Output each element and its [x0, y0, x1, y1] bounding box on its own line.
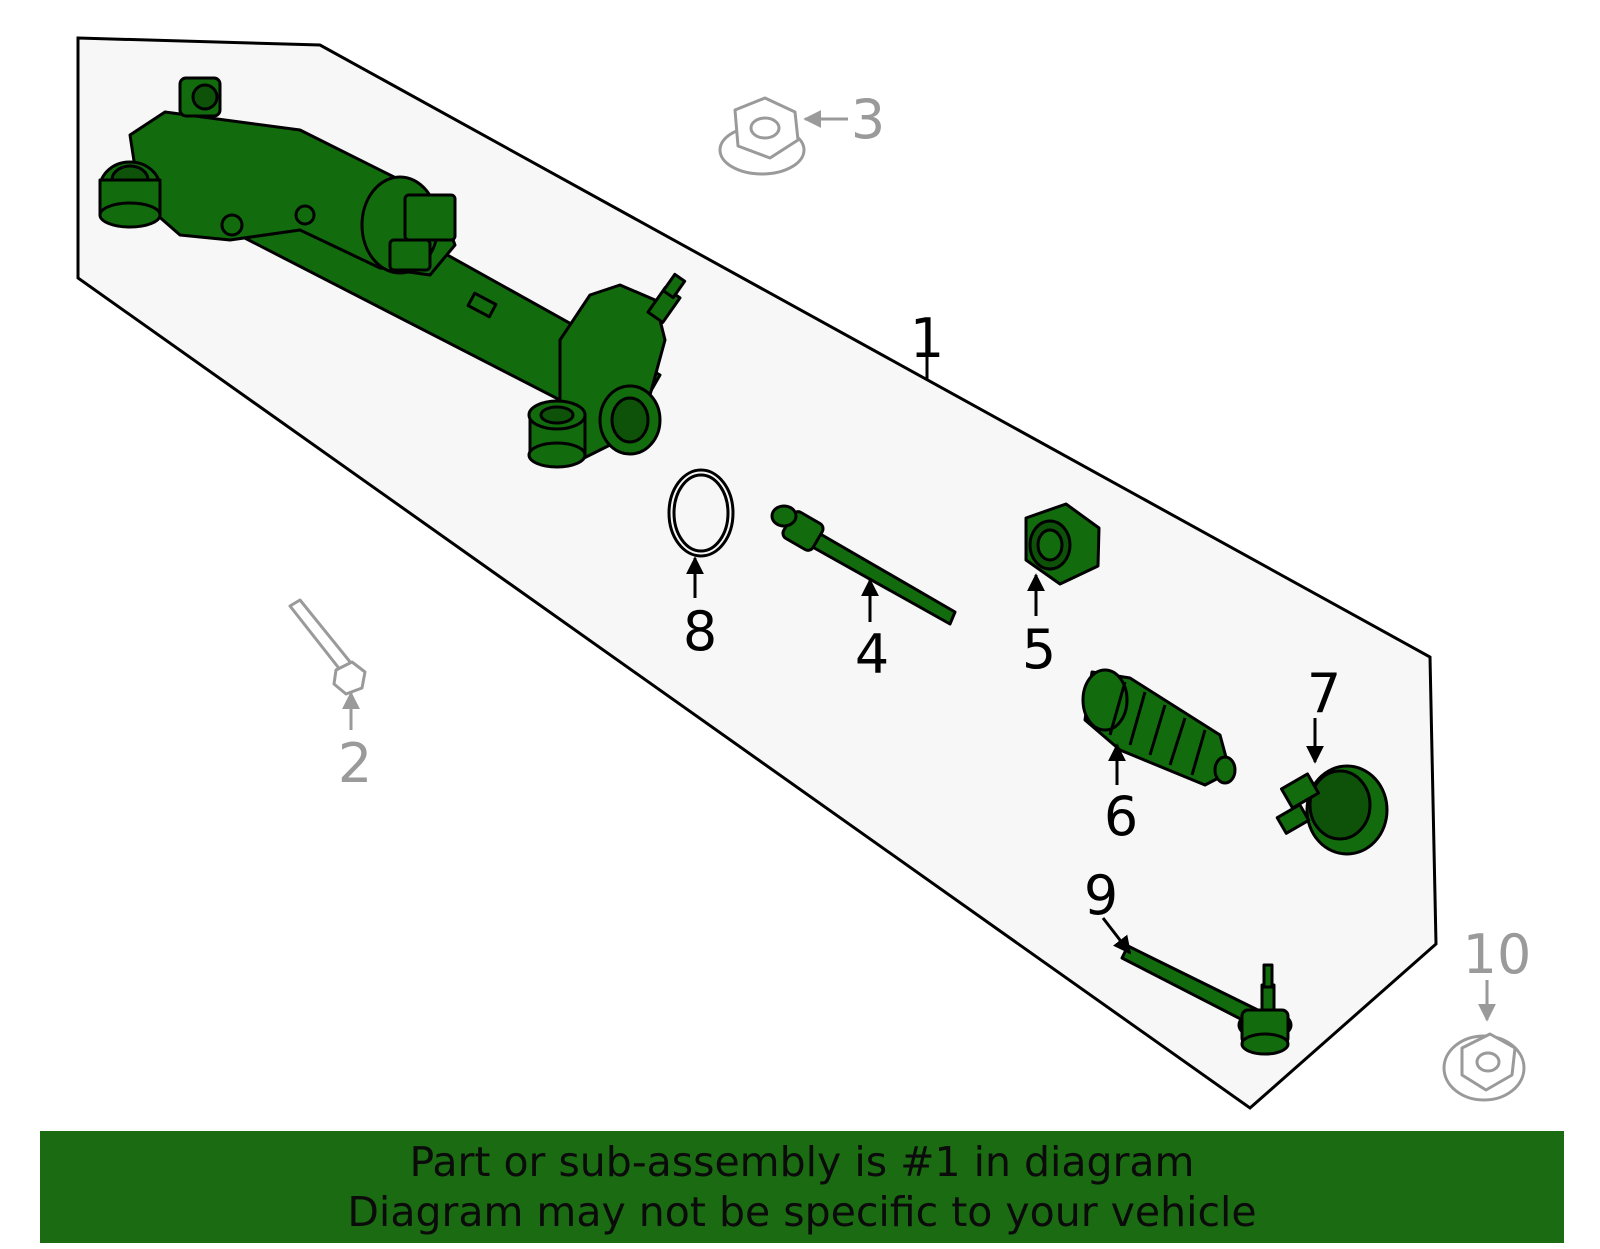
- boot-clamp[interactable]: [1275, 764, 1389, 856]
- bolt-2[interactable]: [288, 598, 367, 696]
- o-ring[interactable]: [667, 468, 735, 558]
- notice-banner: Part or sub-assembly is #1 in diagram Di…: [40, 1131, 1564, 1243]
- steering-rack-housing[interactable]: [98, 76, 687, 469]
- banner-line-2: Diagram may not be specific to your vehi…: [347, 1188, 1257, 1236]
- callout-3: 3: [851, 88, 885, 151]
- callout-9: 9: [1084, 864, 1118, 927]
- callout-6: 6: [1104, 785, 1138, 848]
- jam-nut[interactable]: [1024, 502, 1101, 586]
- callout-7: 7: [1307, 662, 1341, 725]
- outer-tie-rod-end[interactable]: [1120, 944, 1293, 1056]
- flange-nut-10[interactable]: [1442, 1032, 1526, 1102]
- callout-4: 4: [855, 623, 889, 686]
- callout-10: 10: [1463, 923, 1532, 986]
- callout-5: 5: [1022, 618, 1056, 681]
- flange-nut-3[interactable]: [718, 96, 806, 176]
- callout-1: 1: [910, 307, 944, 370]
- bellows-boot[interactable]: [1081, 668, 1237, 787]
- leader-lines: [342, 110, 1496, 1022]
- callout-2: 2: [338, 732, 372, 795]
- inner-tie-rod[interactable]: [770, 504, 957, 626]
- banner-line-1: Part or sub-assembly is #1 in diagram: [409, 1138, 1195, 1186]
- callout-8: 8: [683, 600, 717, 663]
